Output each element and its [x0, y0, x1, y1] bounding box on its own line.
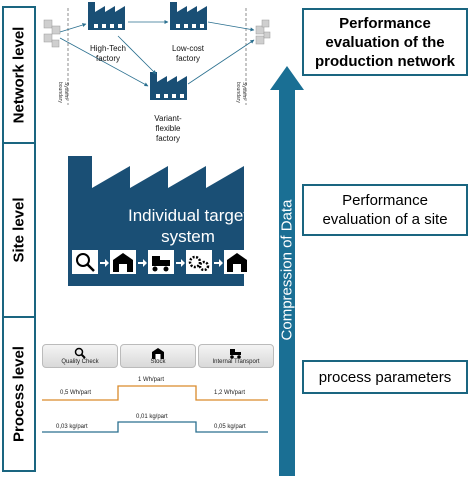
material-value-label: 0,03 kg/part	[56, 424, 88, 430]
site-evaluation-text: Performance evaluation of a site	[322, 192, 448, 228]
process-level-box: Process level	[2, 316, 36, 472]
forklift-icon	[230, 349, 241, 359]
process-tile-label: Quality Check	[61, 359, 99, 365]
left-boundary-label: System- boundary	[57, 82, 69, 103]
process-tile-internal-transport: Internal Transport	[198, 344, 274, 368]
network-evaluation-box: Performance evaluation of the production…	[302, 8, 468, 76]
warehouse-icon	[152, 348, 164, 359]
process-tile-label: Stock	[150, 359, 166, 365]
site-level-label: Site level	[10, 197, 28, 263]
process-signal-lines	[42, 385, 268, 433]
network-level-box: Network level	[2, 6, 36, 144]
energy-value-label: 0,5 Wh/part	[60, 390, 92, 396]
level-column: Network level Site level Process level	[2, 6, 38, 472]
compression-arrow	[270, 66, 304, 476]
material-line	[42, 421, 268, 433]
compression-arrow-label: Compression of Data	[278, 199, 296, 341]
variant-factory-icon	[150, 72, 187, 100]
material-value-label: 0,01 kg/part	[136, 414, 168, 420]
right-boundary-label: System- boundary	[235, 82, 247, 103]
energy-value-label: 1,2 Wh/part	[214, 390, 246, 396]
flow-arrows	[59, 20, 255, 87]
site-target-system-title: Individual target system	[127, 206, 249, 246]
lowcost-factory-icon	[170, 2, 207, 30]
lowcost-factory-label: Low-cost factory	[171, 44, 204, 63]
energy-value-label: 1 Wh/part	[138, 377, 165, 383]
process-tile-label: Internal Transport	[212, 359, 260, 365]
network-graphic	[43, 2, 271, 105]
diagram-area: High-Tech factory Low-cost factory Varia…	[38, 0, 274, 477]
site-level-box: Site level	[2, 142, 36, 318]
site-factory-graphic	[68, 156, 250, 286]
process-parameters-text: process parameters	[318, 368, 452, 386]
site-evaluation-box: Performance evaluation of a site	[302, 184, 468, 236]
hightech-factory-label: High-Tech factory	[89, 44, 126, 63]
magnifier-icon	[74, 347, 86, 359]
site-process-icons	[72, 250, 250, 274]
process-level-label: Process level	[10, 346, 28, 442]
energy-line	[42, 385, 268, 401]
right-customer-icon	[255, 19, 271, 45]
hightech-factory-icon	[88, 2, 125, 30]
material-value-label: 0,05 kg/part	[214, 424, 246, 430]
process-tile-stock: Stock	[120, 344, 196, 368]
process-parameters-box: process parameters	[302, 360, 468, 394]
variant-factory-label: Variant- flexible factory	[154, 114, 182, 143]
network-level-label: Network level	[10, 26, 28, 124]
process-tile-quality-check: Quality Check	[42, 344, 118, 368]
left-supplier-icon	[43, 19, 61, 48]
network-evaluation-text: Performance evaluation of the production…	[315, 14, 455, 70]
